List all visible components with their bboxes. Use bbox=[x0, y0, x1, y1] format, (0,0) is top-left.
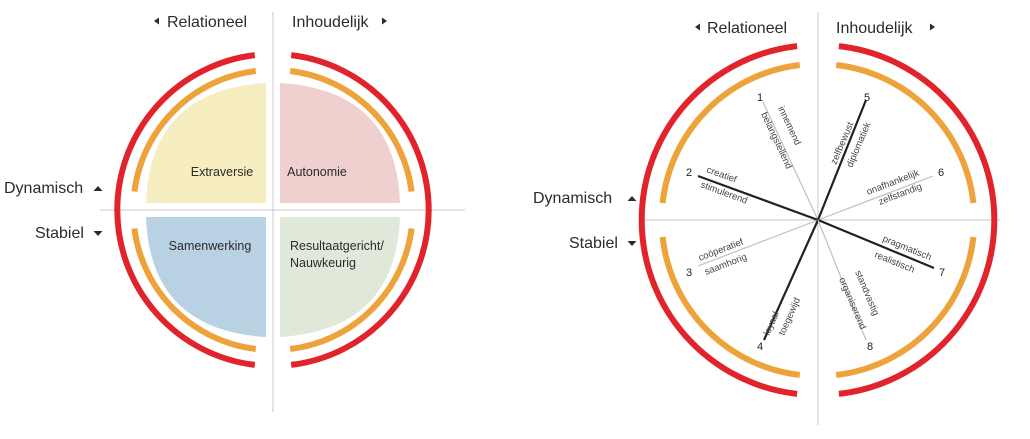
spoke-7 bbox=[817, 218, 935, 270]
spoke-6 bbox=[817, 175, 934, 221]
right-inner-ring-tr bbox=[835, 62, 977, 204]
left-label-dynamisch: Dynamisch bbox=[4, 180, 83, 197]
quadrant-label-extraversie: Extraversie bbox=[191, 165, 254, 179]
up-arrow-icon bbox=[627, 196, 637, 201]
quadrant-autonomie bbox=[280, 83, 400, 203]
spoke-number-5: 5 bbox=[864, 92, 870, 104]
spoke-number-6: 6 bbox=[938, 167, 944, 179]
right-outer-ring-left bbox=[638, 43, 798, 397]
spoke-number-7: 7 bbox=[939, 267, 945, 279]
quadrant-label-samenwerking: Samenwerking bbox=[169, 239, 252, 253]
right-inner-ring-bl bbox=[659, 236, 801, 378]
spoke-number-1: 1 bbox=[757, 92, 763, 104]
right-inner-ring-tl bbox=[659, 62, 801, 204]
left-label-inhoudelijk: Inhoudelijk bbox=[292, 14, 370, 31]
right-inner-ring-br bbox=[835, 236, 977, 378]
left-inner-ring-bl bbox=[131, 228, 257, 352]
spoke-4 bbox=[762, 219, 820, 341]
left-arrow-icon bbox=[695, 23, 700, 31]
quadrant-label-nauwkeurig: Nauwkeurig bbox=[290, 256, 356, 270]
left-inner-ring-br bbox=[289, 228, 415, 352]
spoke-number-2: 2 bbox=[686, 167, 692, 179]
left-outer-ring-right bbox=[290, 52, 432, 368]
left-diagram: Extraversie Autonomie Samenwerking Resul… bbox=[4, 12, 465, 412]
down-arrow-icon bbox=[627, 241, 637, 246]
left-arrow-icon bbox=[154, 17, 159, 25]
quadrant-label-resultaatgericht: Resultaatgericht/ bbox=[290, 239, 384, 253]
quadrant-extraversie bbox=[146, 83, 266, 203]
left-label-relationeel: Relationeel bbox=[167, 14, 247, 31]
right-label-stabiel: Stabiel bbox=[569, 235, 618, 252]
down-arrow-icon bbox=[93, 231, 103, 236]
spoke-1 bbox=[762, 101, 819, 221]
left-inner-ring-tr bbox=[289, 68, 415, 192]
right-label-inhoudelijk: Inhoudelijk bbox=[836, 20, 914, 37]
left-inner-ring-tl bbox=[131, 68, 257, 192]
right-label-dynamisch: Dynamisch bbox=[533, 190, 612, 207]
spoke-5 bbox=[816, 99, 868, 221]
spoke-8 bbox=[817, 219, 867, 341]
up-arrow-icon bbox=[93, 186, 103, 191]
spoke-2 bbox=[697, 174, 819, 222]
quadrant-resultaatgericht bbox=[280, 217, 400, 337]
spoke-number-3: 3 bbox=[686, 267, 692, 279]
right-label-relationeel: Relationeel bbox=[707, 20, 787, 37]
left-label-stabiel: Stabiel bbox=[35, 225, 84, 242]
right-arrow-icon bbox=[382, 17, 387, 25]
spoke-label-stimulerend: stimulerend bbox=[699, 179, 749, 206]
quadrant-samenwerking bbox=[146, 217, 266, 337]
spoke-number-4: 4 bbox=[757, 341, 763, 353]
right-arrow-icon bbox=[930, 23, 935, 31]
quadrant-label-autonomie: Autonomie bbox=[287, 165, 347, 179]
right-outer-ring-right bbox=[838, 43, 998, 397]
left-outer-ring-left bbox=[114, 52, 256, 368]
spoke-3 bbox=[697, 219, 819, 267]
spoke-number-8: 8 bbox=[867, 341, 873, 353]
right-diagram: 1 2 3 4 5 6 7 8 innemend belangstellend … bbox=[533, 12, 1000, 425]
